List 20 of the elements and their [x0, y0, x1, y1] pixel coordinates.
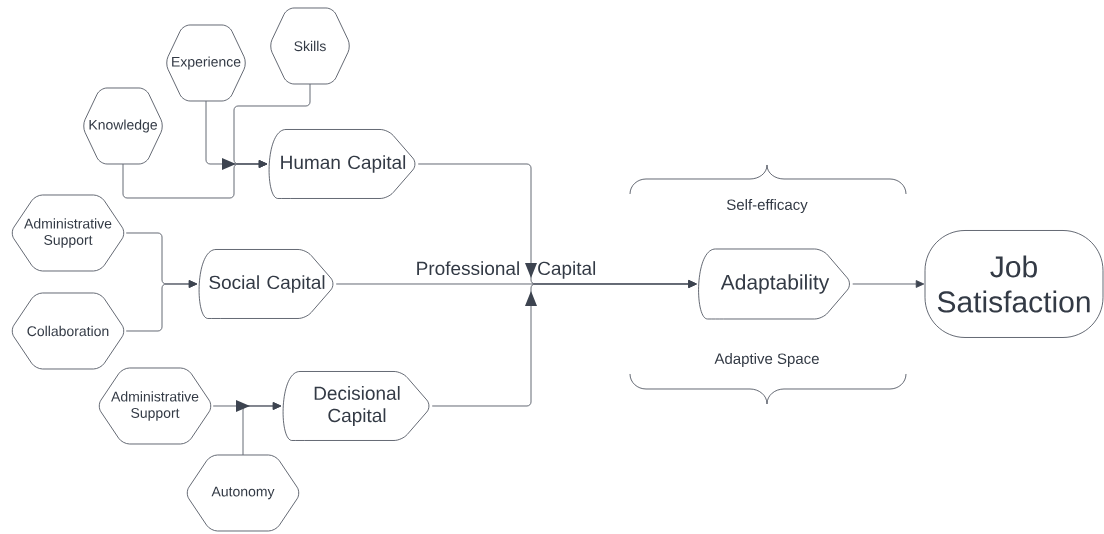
hexagon-box: Skills	[270, 7, 350, 85]
arrow	[431, 280, 697, 407]
hexagon-box: Administrative Support	[98, 367, 212, 445]
hexagon-box: Autonomy	[186, 454, 300, 532]
text-label: Self-efficacy	[726, 199, 808, 213]
arrow	[242, 402, 282, 456]
pentagon-box: Adaptability	[698, 248, 850, 320]
hexagon-box: Administrative Support	[11, 194, 125, 272]
text-label: Adaptive Space	[714, 353, 819, 367]
pentagon-box: Human Capital	[268, 129, 416, 199]
hexagon-box: Knowledge	[83, 87, 163, 165]
edge-label: Professional Capital	[417, 261, 596, 279]
hexagon-box: Collaboration	[11, 292, 125, 370]
arrow	[125, 280, 198, 332]
hexagon-box: Experience	[166, 24, 246, 102]
pentagon-box: Social Capital	[198, 249, 334, 319]
arrow	[233, 83, 311, 168]
rounded-box: Job Satisfaction	[924, 230, 1104, 338]
arrow	[852, 280, 925, 288]
pentagon-box: Decisional Capital	[282, 371, 430, 441]
